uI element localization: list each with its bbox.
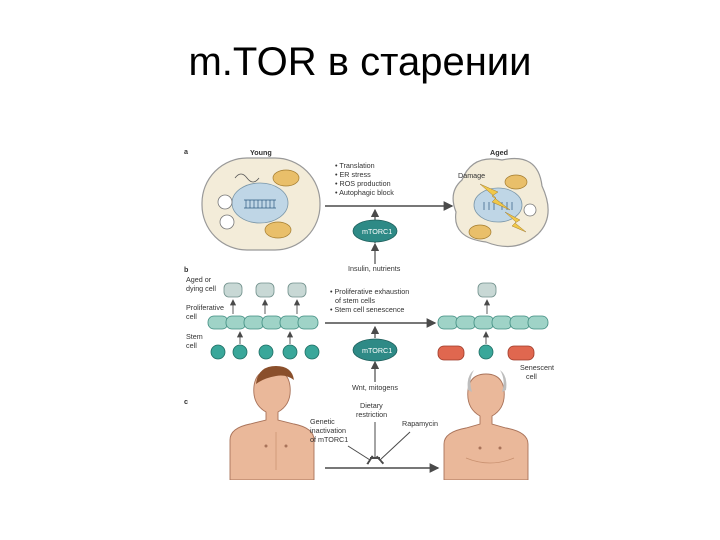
old-person bbox=[443, 370, 529, 481]
stem-label-1: Stem bbox=[186, 332, 203, 341]
mitochondrion bbox=[264, 221, 292, 239]
panel-b-letter: b bbox=[184, 265, 189, 274]
panel-c: c Dietary restriction Genetic inactivati… bbox=[184, 366, 529, 481]
panel-a: a Young • Translation • ER stress • ROS … bbox=[184, 147, 549, 273]
figure-svg: a Young • Translation • ER stress • ROS … bbox=[184, 147, 554, 481]
mtorc1-b: mTORC1 Wnt, mitogens bbox=[352, 325, 398, 392]
aged-label: Aged bbox=[490, 148, 508, 157]
b-effect-3: • Stem cell senescence bbox=[330, 305, 404, 314]
aged-dying-label-2: dying cell bbox=[186, 284, 216, 293]
vesicle bbox=[219, 214, 235, 230]
prolif-label-2: cell bbox=[186, 312, 197, 321]
inputs-b: Wnt, mitogens bbox=[352, 383, 398, 392]
senescent-cells bbox=[437, 345, 535, 361]
young-nucleus bbox=[231, 182, 289, 224]
damage-bolt bbox=[479, 183, 511, 211]
rapamycin-label: Rapamycin bbox=[402, 419, 438, 428]
diet-label-1: Dietary bbox=[360, 401, 383, 410]
b-effect-1: • Proliferative exhaustion bbox=[330, 287, 409, 296]
aged-cell: Aged Damage bbox=[452, 148, 549, 248]
young-label: Young bbox=[250, 148, 272, 157]
senescent-label-1: Senescent bbox=[520, 363, 554, 372]
effect-er-stress: • ER stress bbox=[335, 170, 371, 179]
panel-b: b Aged or dying cell Proliferative cell … bbox=[184, 265, 554, 392]
mtorc1-a: mTORC1 Insulin, nutrients bbox=[348, 208, 401, 273]
slide-title: m.TOR в старении bbox=[188, 40, 532, 84]
stem-cell-right bbox=[478, 344, 494, 360]
proliferative-row-right bbox=[437, 315, 549, 330]
damage-bolt bbox=[504, 211, 527, 233]
genetic-label-1: Genetic bbox=[310, 417, 335, 426]
aged-dying-label-1: Aged or bbox=[186, 275, 212, 284]
diet-label-2: restriction bbox=[356, 410, 387, 419]
young-cell: Young bbox=[201, 148, 321, 251]
mtorc1-a-label: mTORC1 bbox=[362, 227, 392, 236]
mtor-aging-figure: a Young • Translation • ER stress • ROS … bbox=[180, 140, 560, 481]
young-person bbox=[229, 366, 315, 481]
stem-label-2: cell bbox=[186, 341, 197, 350]
proliferative-row-left bbox=[207, 315, 319, 330]
mtorc1-b-label: mTORC1 bbox=[362, 346, 392, 355]
genetic-label-3: of mTORC1 bbox=[310, 435, 348, 444]
prolif-label-1: Proliferative bbox=[186, 303, 224, 312]
effect-autophagic-block: • Autophagic block bbox=[335, 188, 394, 197]
inputs-a: Insulin, nutrients bbox=[348, 264, 401, 273]
b-effect-2: of stem cells bbox=[335, 296, 375, 305]
vesicle bbox=[217, 194, 233, 210]
panel-a-letter: a bbox=[184, 147, 189, 156]
stem-cells-left bbox=[210, 344, 320, 360]
damage-label: Damage bbox=[458, 171, 485, 180]
genetic-label-2: inactivation bbox=[310, 426, 346, 435]
senescent-label-2: cell bbox=[526, 372, 537, 381]
mitochondrion bbox=[272, 169, 300, 187]
effect-translation: • Translation bbox=[335, 161, 375, 170]
panel-c-letter: c bbox=[184, 397, 188, 406]
effect-ros: • ROS production bbox=[335, 179, 391, 188]
